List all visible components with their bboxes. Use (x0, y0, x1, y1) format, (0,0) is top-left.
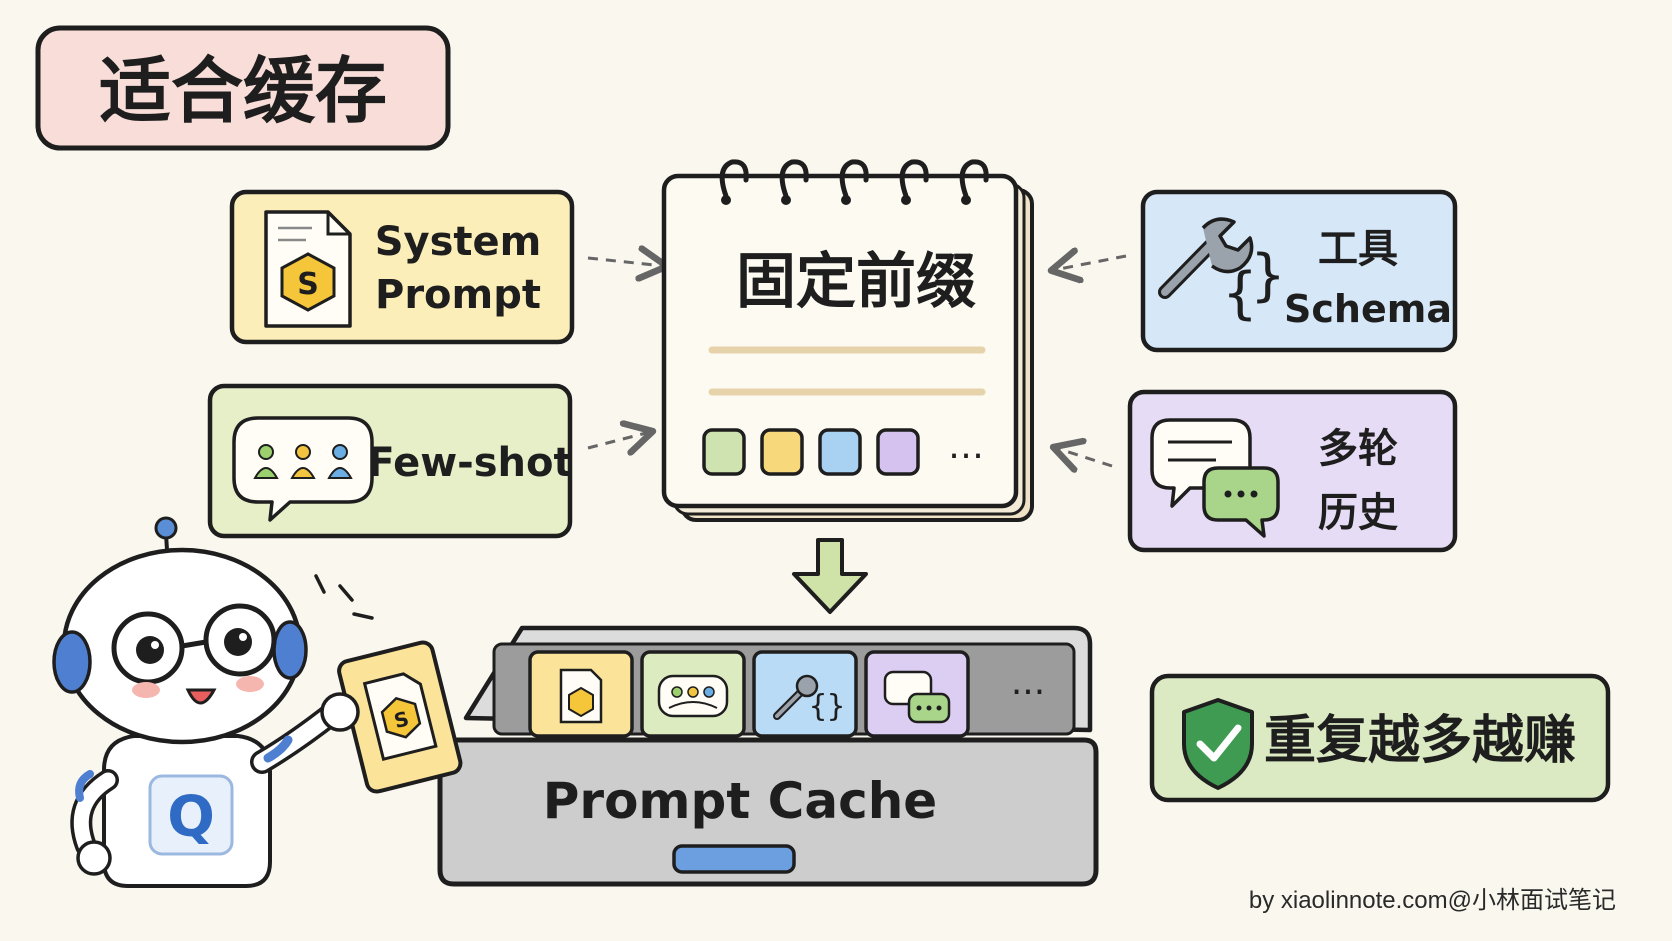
notebook-ellipsis: … (948, 426, 984, 467)
savings-badge: 重复越多越赚 (1149, 673, 1611, 803)
svg-text:{: { (1223, 261, 1257, 326)
multi-turn-card: 多轮 历史 (1127, 389, 1458, 553)
few-shot-card: Few-shot (207, 383, 573, 539)
down-arrow (792, 538, 868, 614)
tool-schema-card: { } 工具 Schema (1140, 189, 1458, 353)
svg-text:}: } (1251, 243, 1285, 308)
notebook-block (818, 428, 862, 476)
prompt-cache-box: {} ··· Prompt Cache (437, 625, 1099, 887)
svg-text:{}: {} (809, 689, 845, 724)
arrow-history-to-prefix (1056, 448, 1113, 466)
cache-slot-card (528, 650, 634, 738)
page-title: 适合缓存 (99, 49, 387, 133)
robot-held-card: S (337, 640, 463, 794)
prompt-cache-label: Prompt Cache (543, 772, 937, 830)
slot-people-chat-icon (657, 674, 729, 718)
slot-document-s-icon (559, 668, 603, 724)
few-shot-label: Few-shot (367, 440, 572, 486)
notebook-rings (719, 159, 989, 205)
system-prompt-line1: System (375, 219, 542, 265)
slot-chat-bubbles-icon (883, 670, 951, 724)
cache-slots: {} (528, 650, 970, 738)
cache-ellipsis: ··· (1011, 672, 1045, 713)
notebook-block (702, 428, 746, 476)
document-s-icon: S (264, 210, 352, 328)
notebook-block (760, 428, 804, 476)
wrench-braces-icon: { } (1158, 217, 1285, 326)
author-credit: by xiaolinnote.com@小林面试笔记 (1248, 887, 1616, 914)
chat-bubbles-icon (1150, 418, 1280, 538)
savings-badge-label: 重复越多越赚 (1264, 711, 1576, 771)
arrow-tools-to-prefix (1054, 256, 1127, 270)
tool-schema-line2: Schema (1284, 287, 1452, 331)
system-prompt-line2: Prompt (375, 272, 541, 318)
arrow-fewshot-to-prefix (587, 432, 650, 448)
system-prompt-card: S System Prompt (229, 189, 575, 345)
cache-slot-card (640, 650, 746, 738)
notebook-block (876, 428, 920, 476)
notebook-blocks (702, 428, 920, 476)
robot-card-letter: S (392, 706, 412, 733)
tool-schema-line1: 工具 (1318, 226, 1398, 272)
slot-wrench-braces-icon: {} (773, 674, 845, 724)
notebook-title: 固定前缀 (736, 247, 976, 317)
robot-chest-letter: Q (167, 785, 215, 850)
multi-turn-line1: 多轮 (1318, 426, 1398, 472)
cache-slot-card: {} (752, 650, 858, 738)
shield-check-icon (1182, 698, 1254, 790)
cache-handle (672, 844, 796, 874)
title-box: 适合缓存 (35, 25, 451, 151)
fixed-prefix-notebook: 固定前缀 … (661, 159, 1034, 522)
multi-turn-line2: 历史 (1318, 490, 1398, 536)
robot-mascot: Q S (52, 516, 463, 888)
svg-text:S: S (297, 267, 319, 302)
people-chat-icon (232, 416, 374, 522)
arrow-system-to-prefix (587, 258, 664, 266)
cache-slot-card (864, 650, 970, 738)
